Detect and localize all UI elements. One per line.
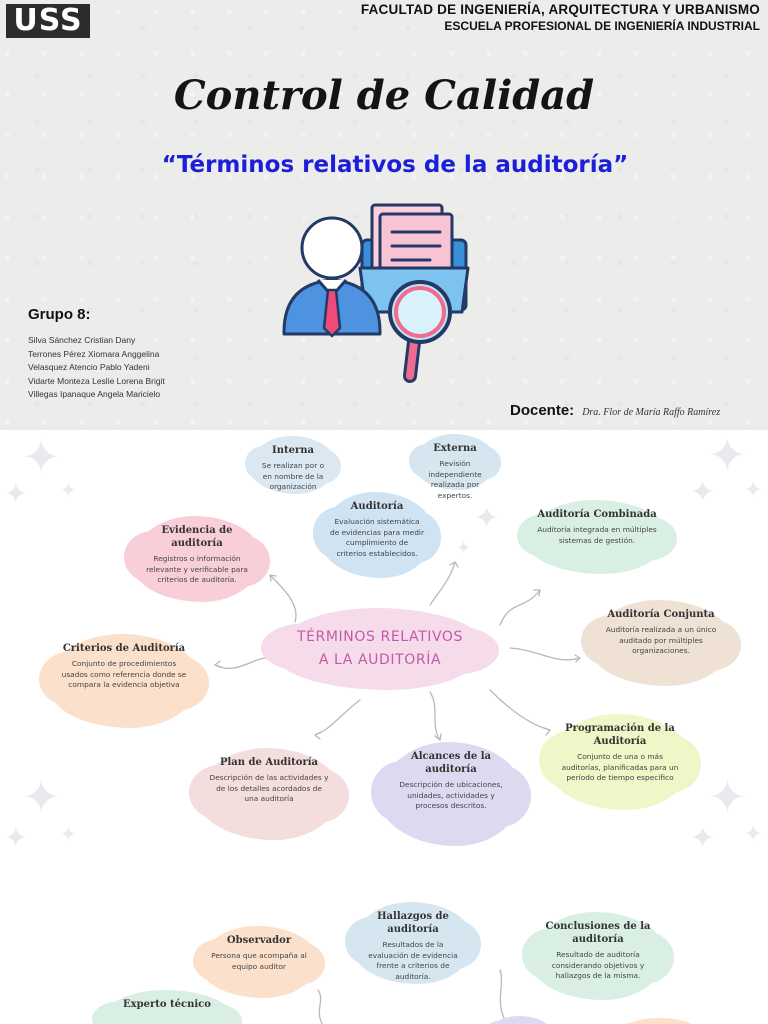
node-plan: Plan de Auditoría Descripción de las act… <box>189 748 349 840</box>
node-criterios: Criterios de Auditoría Conjunto de proce… <box>38 634 210 728</box>
sparkle-icon: ✦ <box>60 478 77 502</box>
sparkle-icon: ✦ <box>744 822 763 847</box>
concept-map-section: ✦ ✦ ✦ ✦ ✦ ✦ ✦ ✦ ✦ ✦ ✦ ✦ ✦ ✦ <box>0 430 768 1024</box>
sparkle-icon: ✦ <box>60 822 77 846</box>
node-desc: Conjunto de procedimientos usados como r… <box>61 659 187 689</box>
node-title: Externa <box>433 443 477 454</box>
faculty-header: FACULTAD DE INGENIERÍA, ARQUITECTURA Y U… <box>361 2 760 33</box>
sparkle-icon: ✦ <box>4 821 28 854</box>
node-title: Observador <box>226 935 292 946</box>
page-subtitle: “Términos relativos de la auditoría” <box>161 152 629 178</box>
node-programacion: Programación de la Auditoría Conjunto de… <box>539 714 701 810</box>
node-observador: Observador Persona que acompaña al equip… <box>192 926 326 998</box>
faculty-name: FACULTAD DE INGENIERÍA, ARQUITECTURA Y U… <box>360 2 760 17</box>
node-conclusiones: Conclusiones de la auditoría Resultado d… <box>521 912 675 1000</box>
connector-arrow <box>429 691 441 741</box>
node-desc: Evaluación sistemática de evidencias par… <box>330 517 424 558</box>
node-desc: Auditoría realizada a un único auditado … <box>605 625 717 655</box>
docente-line: Docente: Dra. Flor de María Raffo Ramírez <box>510 400 720 419</box>
member-name: Terrones Pérez Xiomara Anggelina <box>28 348 160 359</box>
node-alcances: Alcances de la auditoría Descripción de … <box>371 742 531 846</box>
node-title: Alcances de la auditoría <box>410 751 492 775</box>
node-title: Auditoría Combinada <box>537 509 657 520</box>
node-desc: Revisión independiente realizada por exp… <box>428 459 482 500</box>
sparkle-icon: ✦ <box>690 475 716 510</box>
node-desc: Se realizan por o en nombre de la organi… <box>261 461 325 491</box>
group-label: Grupo 8: <box>28 306 91 323</box>
member-name: Silva Sánchez Cristian Dany <box>28 335 136 345</box>
sparkle-icon: ✦ <box>22 770 61 824</box>
member-name: Vidarte Monteza Leslie Lorena Brigit <box>28 375 165 386</box>
cover-section: USS FACULTAD DE INGENIERÍA, ARQUITECTURA… <box>0 0 768 430</box>
sparkle-icon: ✦ <box>708 770 747 824</box>
connector-arrow <box>314 699 361 736</box>
school-name: ESCUELA PROFESIONAL DE INGENIERÍA INDUST… <box>444 19 760 33</box>
connector-arrow <box>499 969 506 1021</box>
connector-arrows <box>214 561 581 1024</box>
connector-arrow <box>269 574 297 623</box>
node-auditoria: Auditoría Evaluación sistemática de evid… <box>313 492 441 578</box>
connector-arrow <box>429 561 456 606</box>
node-hallazgos: Hallazgos de auditoría Resultados de la … <box>344 902 482 984</box>
sparkle-icon: ✦ <box>22 430 61 484</box>
node-desc: Resultado de auditoría considerando obje… <box>551 950 645 980</box>
node-title: Evidencia de auditoría <box>161 525 233 549</box>
uss-logo: USS <box>6 4 90 38</box>
node-desc: Conjunto de una o más auditorías, planif… <box>561 752 679 782</box>
members-list: Silva Sánchez Cristian Dany Terrones Pér… <box>28 334 165 402</box>
node-interna: Interna Se realizan por o en nombre de l… <box>244 436 342 494</box>
node-title: Criterios de Auditoría <box>62 643 186 654</box>
auditor-illustration-icon <box>282 203 470 383</box>
member-name: Velasquez Atencio Pablo Yadeni <box>28 362 150 372</box>
node-title: Auditoría <box>350 501 404 512</box>
member-name: Villegas Ipanaque Angela Maricielo <box>28 389 161 399</box>
connector-arrow <box>214 657 266 670</box>
docente-name: Dra. Flor de María Raffo Ramírez <box>582 407 721 418</box>
sparkle-icon: ✦ <box>708 430 747 482</box>
node-desc: Descripción de las actividades y de los … <box>209 773 329 803</box>
connector-arrow <box>509 647 581 661</box>
node-externa: Externa Revisión independiente realizada… <box>409 434 501 500</box>
center-title-line2: A LA AUDITORÍA <box>318 652 442 668</box>
node-title: Interna <box>272 445 314 456</box>
node-title: Conclusiones de la auditoría <box>545 921 651 945</box>
connector-arrow <box>489 689 551 731</box>
node-combinada: Auditoría Combinada Auditoría integrada … <box>517 500 677 574</box>
sparkle-icon: ✦ <box>690 821 716 856</box>
node-desc: Auditoría integrada en múltiples sistema… <box>537 525 657 545</box>
node-desc: Resultados de la evaluación de evidencia… <box>368 940 458 981</box>
node-desc: Descripción de ubicaciones, unidades, ac… <box>399 780 503 810</box>
center-title-line1: TÉRMINOS RELATIVOS <box>296 629 464 645</box>
node-title: Auditoría Conjunta <box>607 609 715 620</box>
node-center: TÉRMINOS RELATIVOS A LA AUDITORÍA <box>261 608 499 690</box>
node-evidencia: Evidencia de auditoría Registros o infor… <box>124 516 270 602</box>
sparkle-icon: ✦ <box>474 501 500 536</box>
sparkle-icon: ✦ <box>744 478 763 503</box>
node-title: Programación de la Auditoría <box>565 723 675 747</box>
node-desc: Registros o información relevante y veri… <box>146 554 248 584</box>
sparkle-icon: ✦ <box>4 477 28 510</box>
page-title: Control de Calidad <box>173 72 595 119</box>
node-title: Plan de Auditoría <box>219 757 319 768</box>
node-desc: Persona que acompaña al equipo auditor <box>211 951 307 971</box>
sparkle-icon: ✦ <box>456 538 472 559</box>
docente-label: Docente: <box>510 402 575 419</box>
node-title: Hallazgos de auditoría <box>377 911 449 935</box>
node-partial <box>486 1016 554 1024</box>
connector-arrow <box>499 589 541 626</box>
node-conjunta: Auditoría Conjunta Auditoría realizada a… <box>581 600 741 686</box>
connector-arrow <box>317 989 323 1024</box>
node-title: Experto técnico <box>123 999 211 1010</box>
